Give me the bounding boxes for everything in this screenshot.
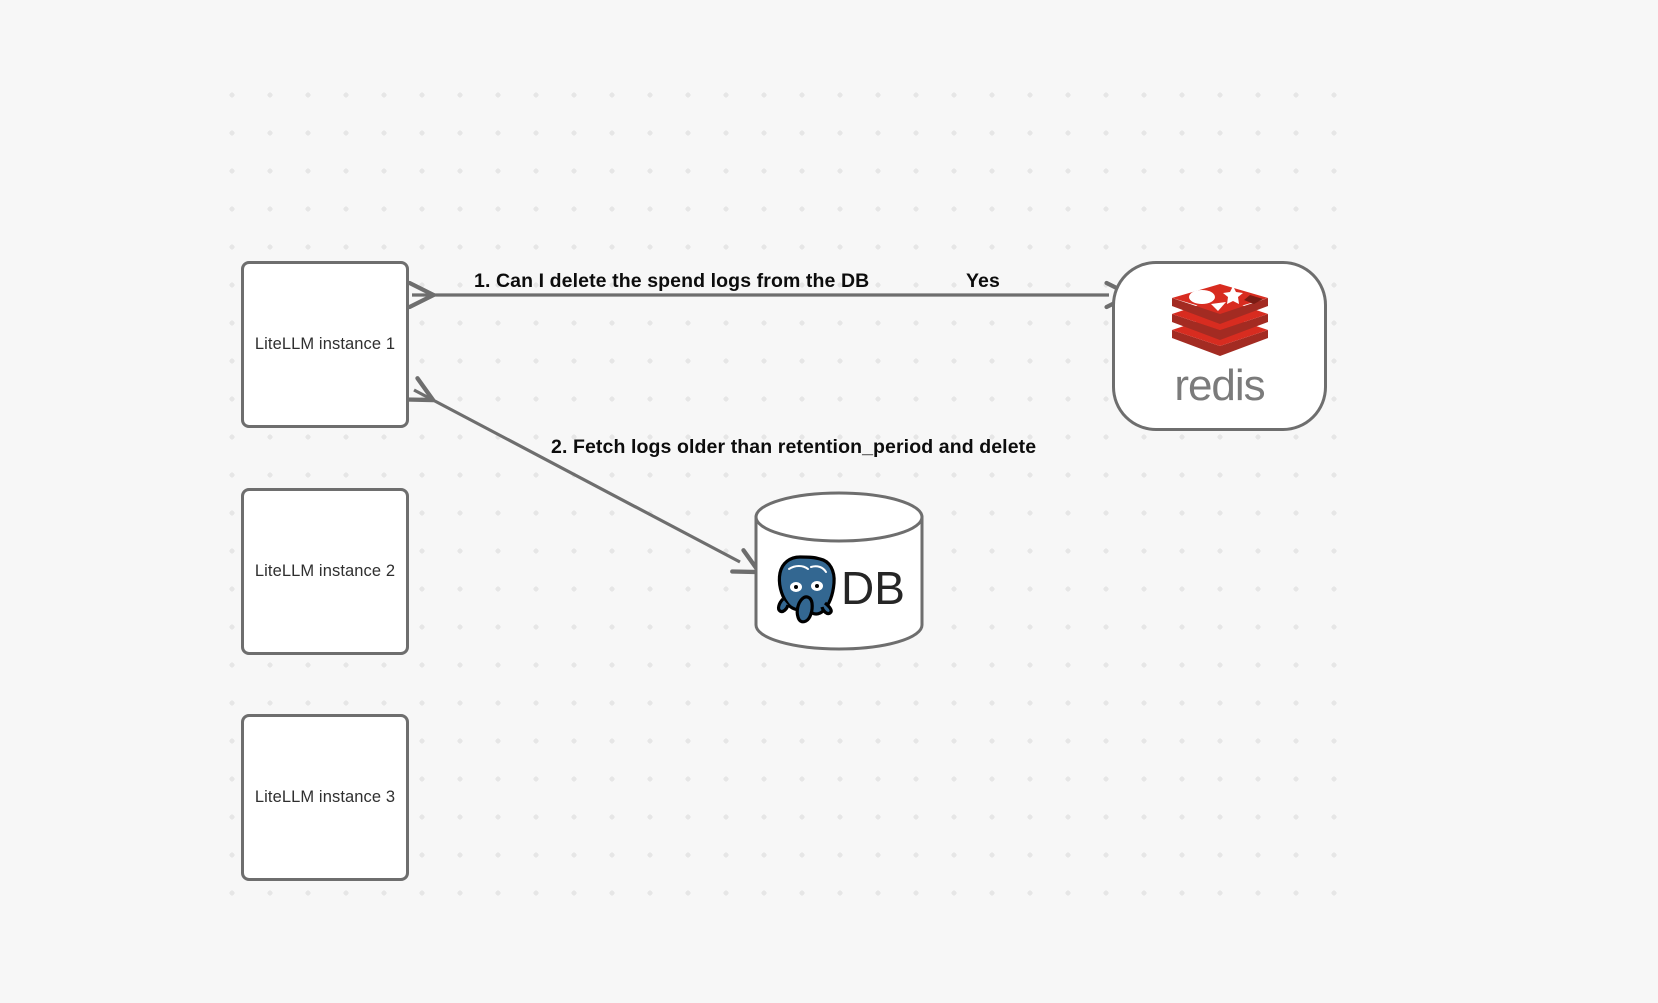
redis-logo-icon (1171, 284, 1268, 356)
database-content: DB (753, 491, 925, 651)
edge-label-response: Yes (966, 270, 1000, 292)
node-litellm-instance-1[interactable]: LiteLLM instance 1 (241, 261, 409, 428)
node-label: LiteLLM instance 3 (254, 788, 396, 806)
redis-wordmark: redis (1174, 361, 1265, 410)
node-redis[interactable]: redis (1112, 261, 1327, 431)
edge-instance1-database (404, 376, 762, 575)
edge-label-fetch-delete: 2. Fetch logs older than retention_perio… (551, 436, 1037, 458)
postgresql-elephant-icon (777, 555, 836, 624)
edge-label-request: 1. Can I delete the spend logs from the … (474, 270, 870, 292)
node-litellm-instance-2[interactable]: LiteLLM instance 2 (241, 488, 409, 655)
node-label: LiteLLM instance 1 (254, 335, 396, 353)
node-database[interactable]: DB (753, 491, 925, 651)
node-label: LiteLLM instance 2 (254, 562, 396, 580)
node-litellm-instance-3[interactable]: LiteLLM instance 3 (241, 714, 409, 881)
database-label: DB (841, 562, 905, 614)
